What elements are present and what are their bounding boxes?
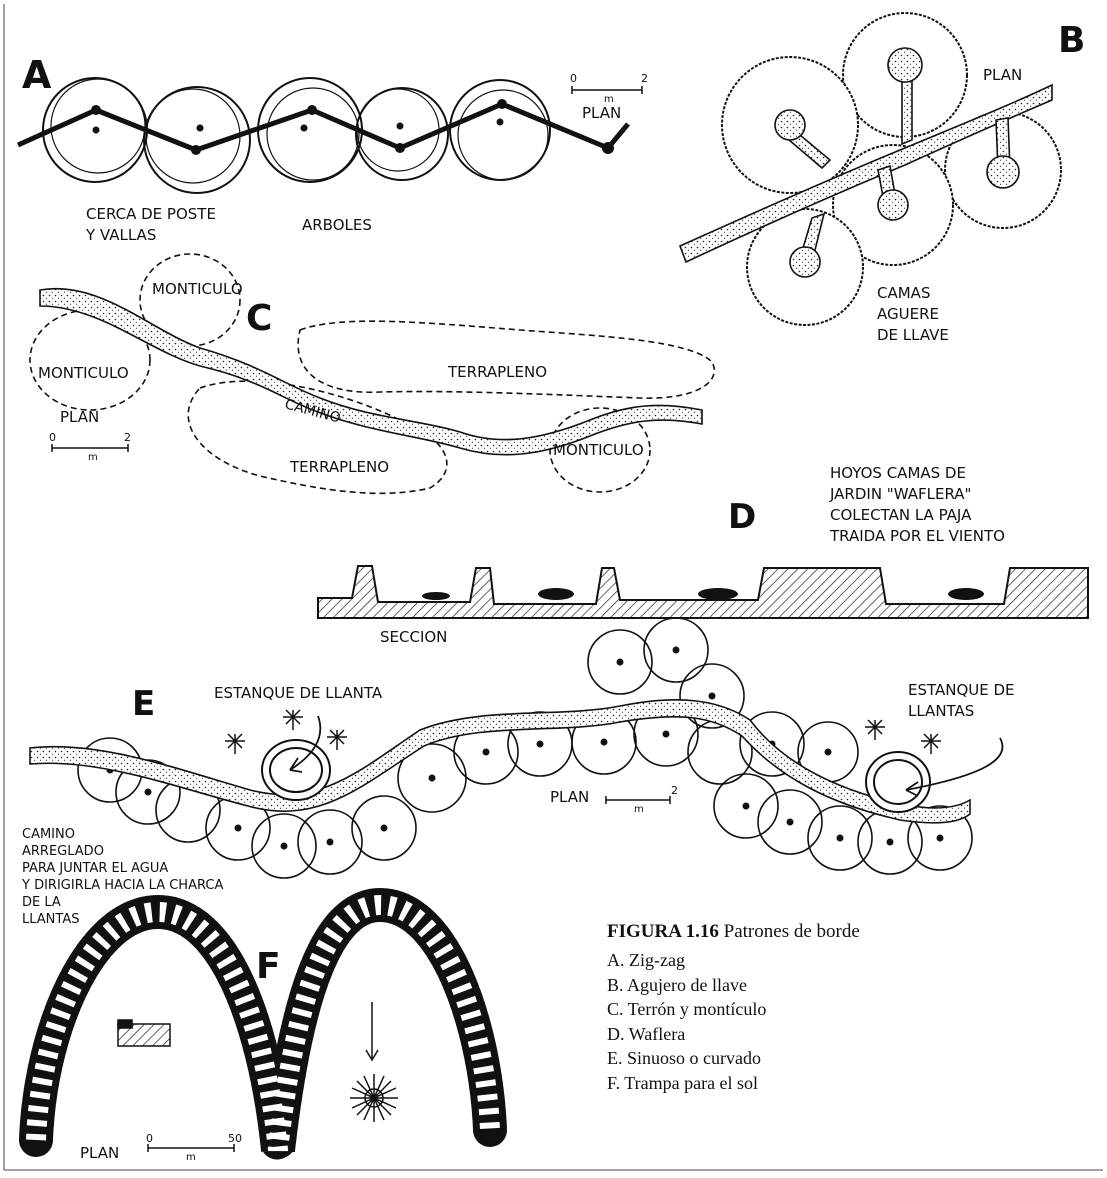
panel-f-scale-zero: 0 <box>146 1132 153 1145</box>
caption-item-c: C. Terrón y montículo <box>607 997 967 1022</box>
path-note-line-5: DE LA <box>22 895 61 910</box>
panel-a-letter: A <box>22 53 52 97</box>
panel-c-scale-zero: 0 <box>49 431 56 444</box>
sinuous-path <box>30 700 970 823</box>
mound-right-label: MONTICULO <box>553 441 644 459</box>
tree-canopies <box>43 78 550 193</box>
panel-e-scale-bar <box>606 796 670 804</box>
caption-title-text: Patrones de borde <box>724 921 860 942</box>
zigzag-fence <box>18 104 628 150</box>
keyhole-label-line-2: AGUERE <box>877 305 939 323</box>
panel-f-scale-unit: m <box>186 1152 196 1163</box>
panel-a-plan-label: PLAN <box>582 104 621 122</box>
mound-top-label: MONTICULO <box>152 280 243 298</box>
waffle-note-line-3: COLECTAN LA PAJA <box>830 506 972 524</box>
bank-top-label: TERRAPLENO <box>447 363 547 381</box>
caption-item-b: B. Agujero de llave <box>607 973 967 998</box>
path-note-line-6: LLANTAS <box>22 912 79 927</box>
tire-pond-right <box>866 752 930 812</box>
trees-label: ARBOLES <box>302 216 372 234</box>
caption-item-a: A. Zig-zag <box>607 948 967 973</box>
panel-b-keyhole: B PLAN CAMAS AGUERE DE LLAVE <box>680 13 1085 344</box>
panel-c-letter: C <box>246 298 272 339</box>
mound-left-label: MONTICULO <box>38 364 129 382</box>
fence-label-line-2: Y VALLAS <box>85 226 156 244</box>
pond-left-label: ESTANQUE DE LLANTA <box>214 684 383 702</box>
path-note-line-2: ARREGLADO <box>22 844 104 859</box>
sinuous-tree-trunks <box>107 647 944 850</box>
path-note-line-1: CAMINO <box>22 827 75 842</box>
bank-bottom-label: TERRAPLENO <box>289 458 389 476</box>
figure-caption: FIGURA 1.16 Patrones de borde A. Zig-zag… <box>607 920 967 1095</box>
panel-e-scale-value: 2 <box>671 784 678 797</box>
panel-f-scale-bar <box>148 1144 234 1152</box>
panel-f-plan-label: PLAN <box>80 1144 119 1162</box>
caption-title: FIGURA 1.16 Patrones de borde <box>607 920 967 944</box>
panel-e-letter: E <box>132 684 155 724</box>
keyhole-label-line-3: DE LLAVE <box>877 326 949 344</box>
tire-pond-left <box>262 740 330 800</box>
panel-d-letter: D <box>728 497 756 537</box>
panel-c-scale-value: 2 <box>124 431 131 444</box>
panel-e-sinuous: E <box>21 618 1015 927</box>
caption-number: FIGURA 1.16 <box>607 921 719 942</box>
caption-item-f: F. Trampa para el sol <box>607 1071 967 1096</box>
panel-b-plan-label: PLAN <box>983 66 1022 84</box>
panel-d-waffle: D HOYOS CAMAS DE JARDIN "WAFLERA" COLECT… <box>318 464 1088 646</box>
pond-right-label-line-1: ESTANQUE DE <box>908 681 1015 699</box>
waffle-note-line-2: JARDIN "WAFLERA" <box>829 485 971 503</box>
panel-c-mound: C MONTICULO MONTICULO MONTICULO TERRAPLE… <box>30 254 714 493</box>
section-label: SECCION <box>380 628 447 646</box>
caption-item-d: D. Waflera <box>607 1022 967 1047</box>
building-icon <box>118 1020 170 1046</box>
path-note-line-3: PARA JUNTAR EL AGUA <box>22 861 168 876</box>
panel-c-scale-unit: m <box>88 452 98 463</box>
waffle-note-line-4: TRAIDA POR EL VIENTO <box>829 527 1005 545</box>
panel-f-suntrap: F PLAN 0 50 m <box>36 905 490 1163</box>
keyhole-label-line-1: CAMAS <box>877 284 930 302</box>
panel-f-scale-value: 50 <box>228 1132 242 1145</box>
wind-blown-straw <box>422 588 984 600</box>
panel-a-zigzag: A 0 2 m PLAN CERCA DE POSTE Y VALLAS ARB… <box>18 53 648 244</box>
panel-a-scale-zero: 0 <box>570 72 577 85</box>
fence-label-line-1: CERCA DE POSTE <box>86 205 216 223</box>
panel-c-path <box>40 289 702 455</box>
panel-b-letter: B <box>1058 20 1085 61</box>
panel-e-plan-label: PLAN <box>550 788 589 806</box>
panel-c-plan-label: PLAN <box>60 408 99 426</box>
caption-item-e: E. Sinuoso o curvado <box>607 1046 967 1071</box>
waffle-note-line-1: HOYOS CAMAS DE <box>830 464 966 482</box>
panel-e-scale-unit: m <box>634 804 644 815</box>
panel-a-scale-value: 2 <box>641 72 648 85</box>
path-note-line-4: Y DIRIGIRLA HACIA LA CHARCA <box>21 878 223 893</box>
pond-right-label-line-2: LLANTAS <box>908 702 974 720</box>
sun-icon <box>350 1074 398 1122</box>
panel-a-scale-bar <box>572 86 642 94</box>
panel-f-letter: F <box>256 946 281 987</box>
panel-c-scale-bar <box>52 444 128 452</box>
